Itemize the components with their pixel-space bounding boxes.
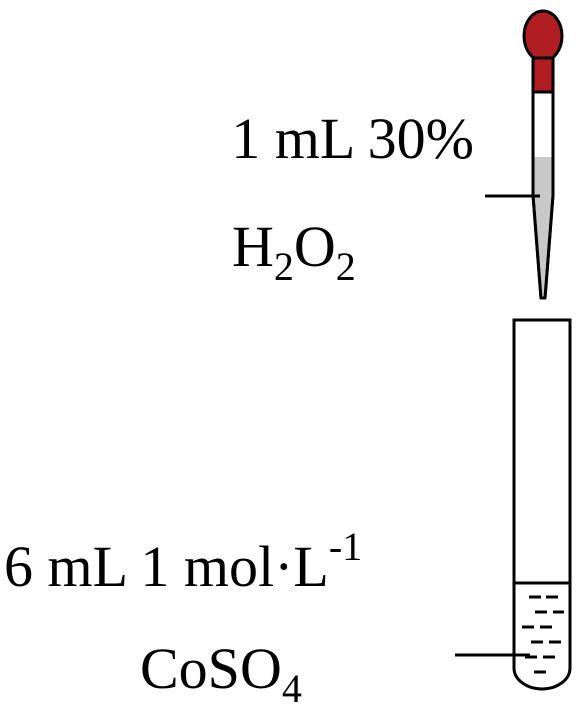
dropper (522, 9, 564, 300)
solution-amount-label: 6 mL 1 mol·L-1 (4, 524, 363, 599)
dropper-bulb-neck (531, 56, 555, 94)
solution-formula-label: CoSO4 (140, 636, 302, 711)
reagent-formula-label: H2O2 (232, 214, 356, 289)
test-tube (512, 318, 572, 691)
dropper-liquid (534, 157, 552, 295)
solution-dashes (522, 595, 564, 674)
test-tube-body (512, 318, 572, 691)
dropper-bulb (522, 9, 564, 63)
reagent-amount-label: 1 mL 30% (231, 106, 474, 171)
